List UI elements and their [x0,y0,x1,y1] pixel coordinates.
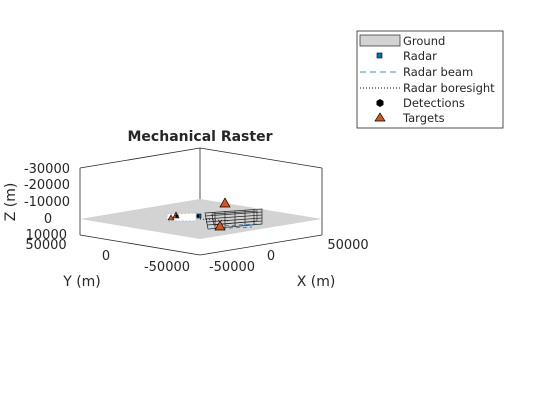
y-tick-label: 50000 [25,238,66,253]
legend-targets-swatch [374,112,386,122]
y-tick-label: 0 [102,249,110,264]
z-tick-label: -20000 [24,178,70,193]
legend-targets-label: Targets [402,111,445,125]
legend-detections-swatch [376,99,384,107]
radar-boresight [199,218,231,222]
legend-box [356,30,504,129]
y-axis-label: Y (m) [62,274,101,290]
z-tick-label: -30000 [24,162,70,177]
x-axis-line [199,234,323,256]
x-tick-label: -50000 [209,260,255,275]
z-tick-label: -10000 [24,195,70,210]
x-axis-label: X (m) [297,274,336,290]
y-axis-ticks: 50000 0 -50000 [25,238,190,275]
radar-beam-raster [204,208,263,230]
x-tick-label: 50000 [327,238,368,253]
legend-boresight-label: Radar boresight [403,81,495,95]
axis-edge-top-right [199,147,323,169]
legend: Ground Radar Radar beam Radar boresight … [356,30,504,129]
target-marker [167,214,175,221]
z-tick-label: 10000 [26,228,67,243]
detection-marker [196,214,200,218]
x-axis-ticks: -50000 0 50000 [209,238,369,275]
x-tick-label: 0 [267,249,275,264]
y-tick-label: -50000 [144,260,190,275]
axis-edge-top-left [79,147,201,169]
axes-box [79,147,323,256]
legend-radar-label: Radar [403,49,437,63]
legend-detections-label: Detections [403,96,465,110]
detection-marker [175,214,179,218]
z-axis-ticks: -30000 -20000 -10000 0 10000 [24,162,70,243]
z-tick-label: 0 [44,212,52,227]
target-marker [214,220,226,231]
legend-beam-label: Radar beam [403,65,473,79]
detections-group [175,214,200,218]
z-axis-label: Z (m) [3,183,19,222]
target-marker [219,197,231,208]
legend-radar-swatch [376,52,383,59]
chart-title: Mechanical Raster [128,129,273,145]
y-axis-line [79,234,201,256]
legend-ground-swatch [359,34,401,47]
legend-ground-label: Ground [403,34,445,48]
